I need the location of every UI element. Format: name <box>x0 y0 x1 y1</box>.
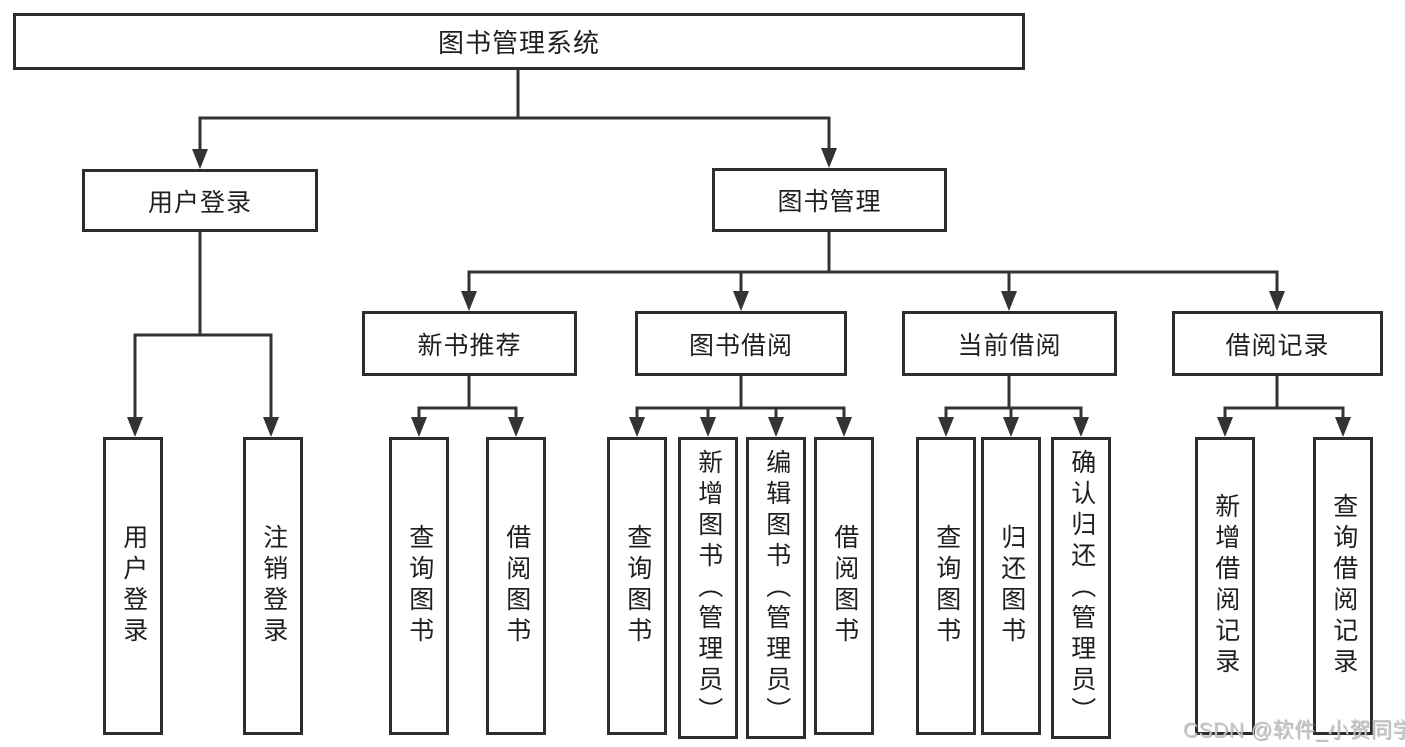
node-borrowing-records: 借阅记录 <box>1172 311 1383 376</box>
leaf-confirm-return-admin: 确认归还（管理员） <box>1051 437 1111 739</box>
node-label: 当前借阅 <box>957 331 1062 360</box>
node-user-login: 用户登录 <box>82 169 318 232</box>
leaf-label: 查询图书 <box>932 524 961 648</box>
leaf-label: 用户登录 <box>119 524 148 648</box>
node-label: 图书借阅 <box>688 331 793 360</box>
node-book-borrowing: 图书借阅 <box>635 311 847 376</box>
leaf-label: 新增图书（管理员） <box>694 448 723 728</box>
node-book-management: 图书管理 <box>712 168 947 232</box>
leaf-logout: 注销登录 <box>243 437 303 735</box>
leaf-add-books-admin: 新增图书（管理员） <box>678 437 738 739</box>
leaf-add-borrow-record: 新增借阅记录 <box>1195 437 1255 735</box>
leaf-label: 查询借阅记录 <box>1329 493 1358 679</box>
leaf-query-borrow-record: 查询借阅记录 <box>1313 437 1373 735</box>
leaf-label: 归还图书 <box>997 524 1026 648</box>
leaf-borrow-books-recommend: 借阅图书 <box>486 437 546 735</box>
node-label: 用户登录 <box>147 188 252 217</box>
leaf-label: 查询图书 <box>623 524 652 648</box>
leaf-label: 借阅图书 <box>502 524 531 648</box>
leaf-label: 确认归还（管理员） <box>1067 448 1096 728</box>
csdn-watermark: CSDN @软件_小贺同学 <box>1183 719 1405 742</box>
node-root-library-system: 图书管理系统 <box>13 13 1025 70</box>
leaf-label: 注销登录 <box>259 524 288 648</box>
leaf-borrow-books-borrowing: 借阅图书 <box>814 437 874 735</box>
node-new-book-recommend: 新书推荐 <box>362 311 577 376</box>
node-current-borrowing: 当前借阅 <box>902 311 1117 376</box>
leaf-user-login: 用户登录 <box>103 437 163 735</box>
leaf-query-books-recommend: 查询图书 <box>389 437 449 735</box>
leaf-query-books-current: 查询图书 <box>916 437 976 735</box>
node-label: 图书管理 <box>777 188 882 216</box>
leaf-label: 借阅图书 <box>830 524 859 648</box>
leaf-query-books-borrowing: 查询图书 <box>607 437 667 735</box>
node-label: 新书推荐 <box>417 331 522 360</box>
leaf-label: 编辑图书（管理员） <box>762 448 791 728</box>
node-label: 借阅记录 <box>1225 331 1330 360</box>
leaf-edit-books-admin: 编辑图书（管理员） <box>746 437 806 739</box>
node-label: 图书管理系统 <box>437 28 600 58</box>
leaf-return-books: 归还图书 <box>981 437 1041 735</box>
leaf-label: 查询图书 <box>405 524 434 648</box>
leaf-label: 新增借阅记录 <box>1211 493 1240 679</box>
